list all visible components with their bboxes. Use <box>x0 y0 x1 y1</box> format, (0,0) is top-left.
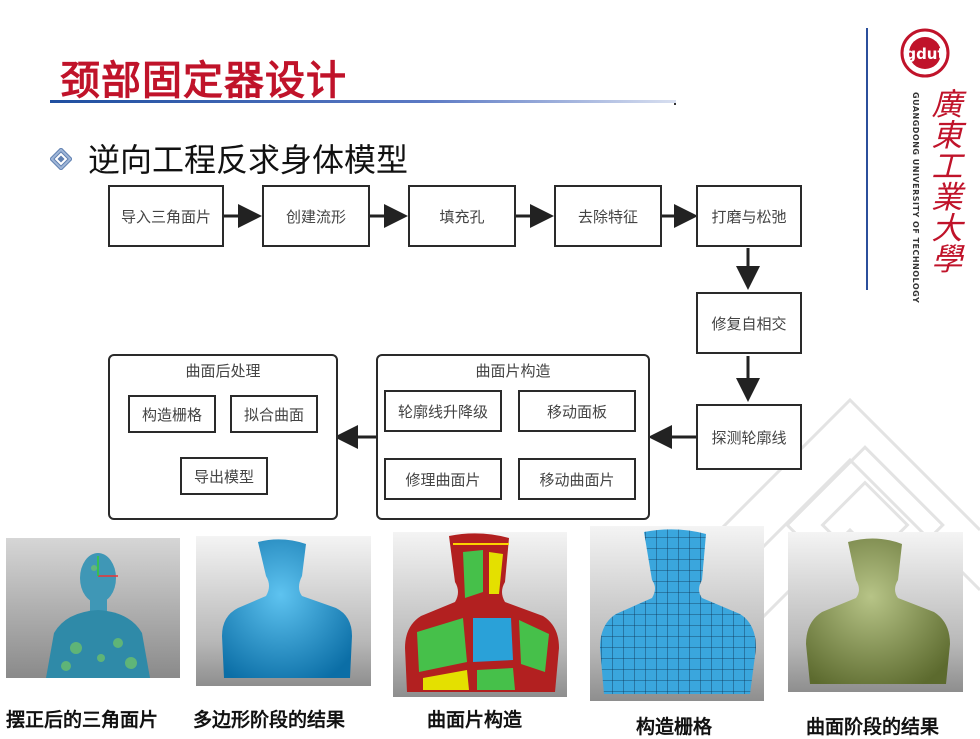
caption-polygon-stage: 多边形阶段的结果 <box>193 709 346 731</box>
header-vertical-rule <box>866 28 868 290</box>
image-surface-stage <box>788 532 963 692</box>
surface-post-group: 曲面后处理 <box>108 354 338 520</box>
flow-step-fill-holes: 填充孔 <box>408 185 516 247</box>
polygon-stage-figure <box>222 539 352 678</box>
post-item-build-grid: 构造栅格 <box>128 395 216 433</box>
university-chinese-name: 廣東工業大學 <box>931 87 963 278</box>
flow-step-repair-intersections: 修复自相交 <box>696 292 802 354</box>
image-triangle-mesh <box>6 538 180 678</box>
image-patch-construction <box>393 532 567 697</box>
patch-item-move-patch: 移动曲面片 <box>518 458 636 500</box>
caption-construct-grid: 构造栅格 <box>636 716 713 738</box>
construct-grid-figure <box>600 529 756 694</box>
flow-step-sand-relax: 打磨与松弛 <box>696 185 802 247</box>
image-construct-grid <box>590 526 764 701</box>
patch-construction-figure <box>405 533 559 692</box>
patch-item-repair-patch: 修理曲面片 <box>384 458 502 500</box>
triangle-mesh-figure <box>46 553 150 678</box>
caption-surface-stage: 曲面阶段的结果 <box>806 716 940 738</box>
caption-patch-construction: 曲面片构造 <box>427 709 523 731</box>
flow-step-detect-contours: 探测轮廓线 <box>696 404 802 470</box>
caption-triangle-mesh: 摆正后的三角面片 <box>6 709 159 731</box>
post-item-fit-surface: 拟合曲面 <box>230 395 318 433</box>
seal-badge-text: gdut <box>905 45 944 63</box>
post-item-export-model: 导出模型 <box>180 457 268 495</box>
title-underline <box>50 100 676 103</box>
flow-step-create-manifold: 创建流形 <box>262 185 370 247</box>
surface-post-group-title: 曲面后处理 <box>185 362 261 380</box>
title-underline-dot <box>674 103 676 105</box>
flow-step-remove-features: 去除特征 <box>554 185 662 247</box>
slide-subtitle: 逆向工程反求身体模型 <box>88 141 409 179</box>
university-english-name: GUANGDONG UNIVERSITY OF TECHNOLOGY <box>911 92 920 304</box>
diamond-bullet-icon <box>50 148 72 170</box>
flow-step-import-triangles: 导入三角面片 <box>108 185 224 247</box>
surface-patch-group-title: 曲面片构造 <box>475 362 551 380</box>
patch-item-move-panel: 移动面板 <box>518 390 636 432</box>
slide-title: 颈部固定器设计 <box>60 58 347 104</box>
image-polygon-stage <box>196 536 371 686</box>
surface-stage-figure <box>806 538 950 684</box>
university-seal-icon: gdut <box>900 28 950 78</box>
patch-item-contour-level: 轮廓线升降级 <box>384 390 502 432</box>
